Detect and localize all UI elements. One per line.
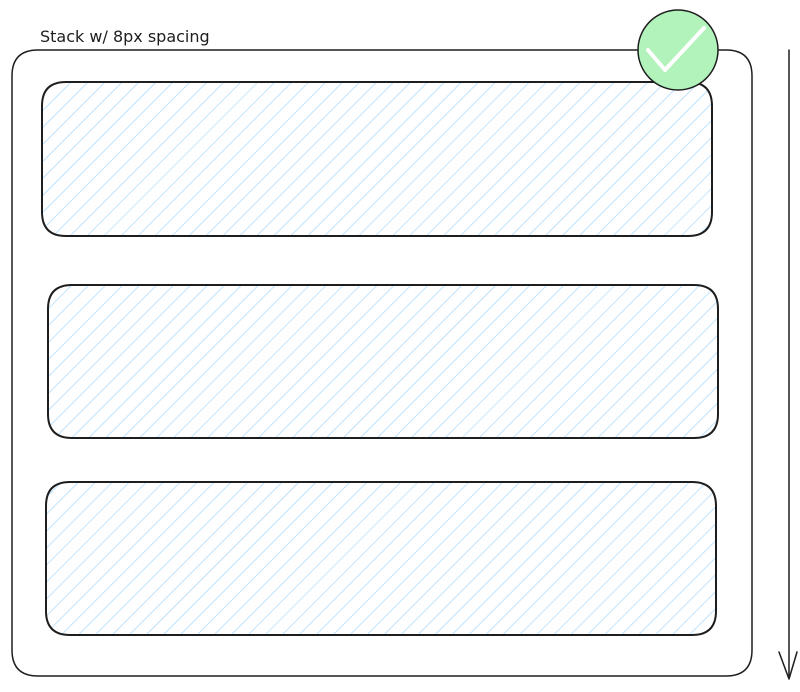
stack-container (11, 49, 753, 677)
stack-item (47, 284, 719, 439)
stack-item (45, 481, 717, 636)
stack-item (41, 81, 713, 237)
down-arrow-icon (778, 49, 798, 680)
stack-caption: Stack w/ 8px spacing (40, 27, 210, 46)
check-icon (637, 9, 719, 91)
